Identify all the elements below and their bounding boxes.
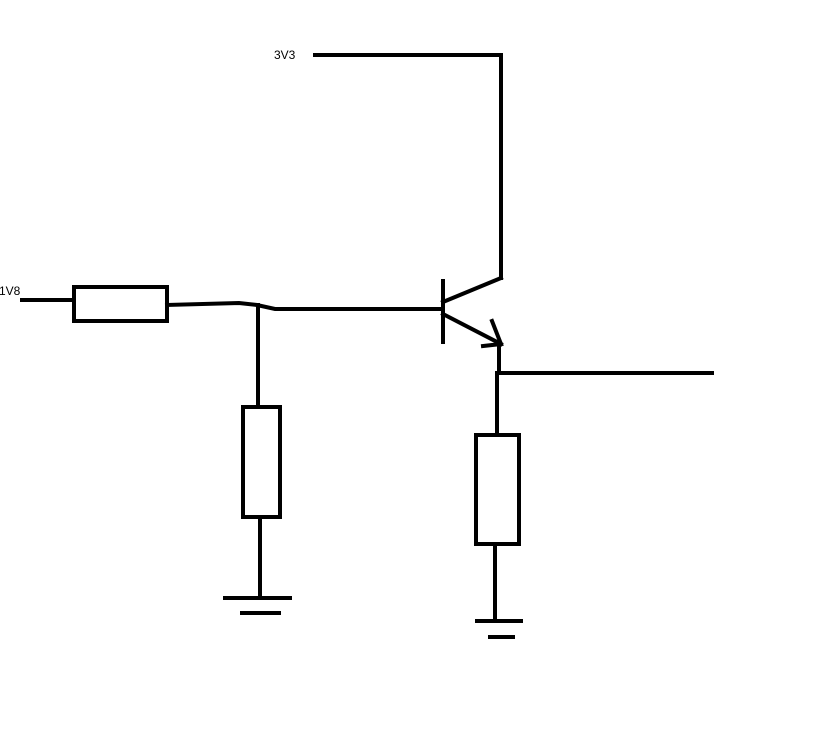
supply-voltage-label: 3V3 bbox=[274, 48, 296, 62]
base-node-wire bbox=[164, 300, 444, 311]
ground-symbol-right bbox=[475, 619, 523, 639]
input-voltage-label: 1V8 bbox=[0, 284, 21, 298]
transistor-collector-leg bbox=[440, 275, 504, 305]
ground-symbol-left bbox=[223, 596, 292, 615]
input-series-resistor bbox=[72, 285, 169, 323]
emitter-resistor bbox=[474, 433, 521, 546]
supply-rail-wire bbox=[313, 53, 503, 280]
npn-transistor bbox=[440, 275, 504, 349]
transistor-emitter-leg bbox=[440, 311, 504, 347]
divider-resistor bbox=[241, 405, 282, 519]
